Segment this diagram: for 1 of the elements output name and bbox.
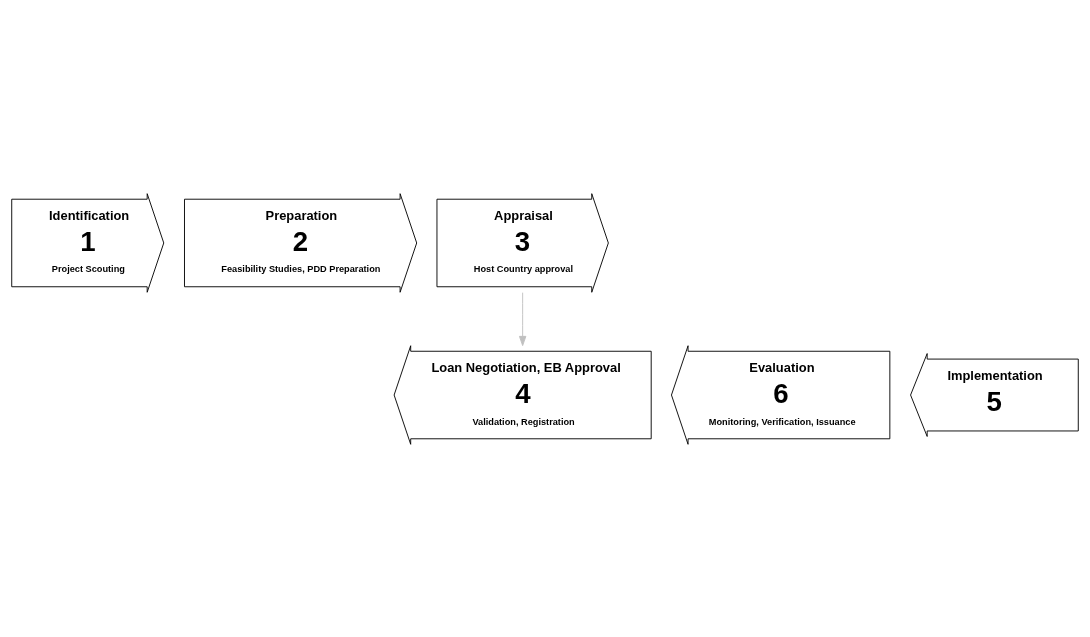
arrow [518, 291, 527, 346]
